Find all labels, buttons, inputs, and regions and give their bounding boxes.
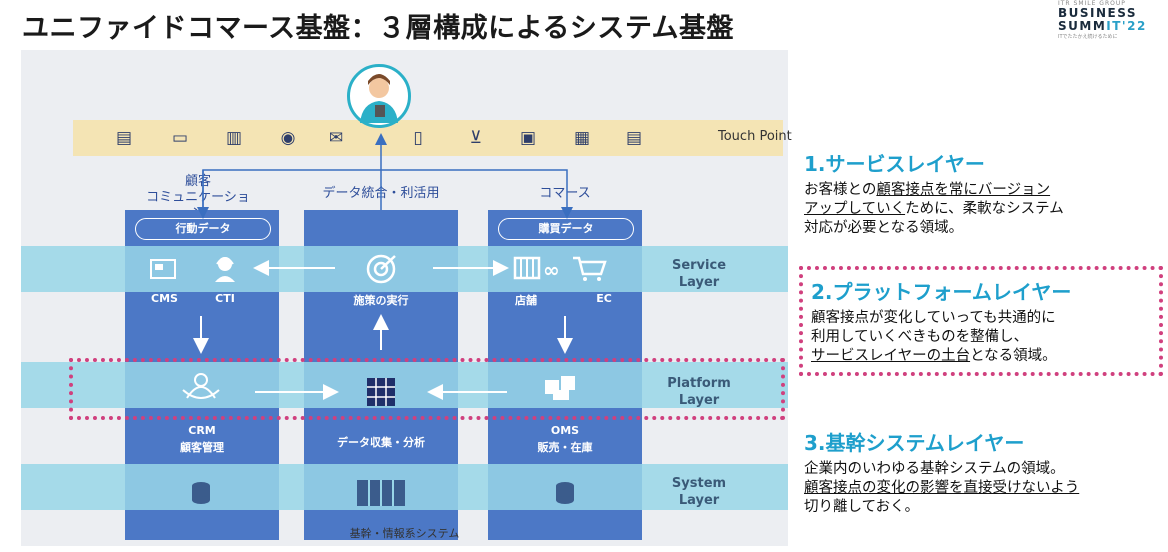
touch-point-label: Touch Point — [718, 129, 792, 144]
section-2-text: 顧客接点が変化していっても共通的に 利用していくべきものを整備し、 サービスレイ… — [811, 309, 1151, 366]
oms-label: OMS — [550, 424, 580, 437]
s1-l3: 対応が必要となる領域。 — [804, 220, 964, 236]
s2-l3b: となる領域。 — [970, 348, 1057, 364]
s2-l3a: サービスレイヤーの土台 — [811, 348, 971, 364]
s1-l1a: お客様との — [804, 182, 877, 198]
s1-l2a: アップしていく — [804, 201, 906, 217]
section-system-layer: 3.基幹システムレイヤー 企業内のいわゆる基幹システムの領域。 顧客接点の変化の… — [804, 427, 1154, 517]
system-layer-l2: Layer — [678, 493, 720, 508]
s3-l3: 切り離しておく。 — [804, 499, 920, 515]
mail-icon: ✉ — [328, 128, 344, 148]
logo-line-4: ITでたたかえ続けるために — [1058, 34, 1118, 40]
diagram-arrows: ∞ — [150, 133, 607, 506]
section-1-title: 1.サービスレイヤー — [804, 152, 985, 176]
crm-label: CRM — [188, 424, 216, 437]
touch-point-band: ▤ ▭ ▥ ◉ ✉ ▯ ⊻ ▣ ▦ ▤ Touch Point — [73, 120, 792, 156]
store-front-icon — [513, 256, 541, 280]
platform-layer-band — [21, 362, 788, 408]
purchase-data-pill: 購買データ — [498, 218, 634, 240]
execution-label: 施策の実行 — [353, 294, 409, 307]
store-icon: ▥ — [225, 128, 243, 148]
logo-line-2: BUSINESS — [1058, 6, 1137, 20]
target-icon — [366, 254, 396, 284]
server-rack-icon — [357, 480, 405, 506]
monitor-icon: ▭ — [171, 128, 189, 148]
crm-people-icon — [182, 373, 220, 399]
s1-l1b: 顧客接点を常にバージョン — [876, 182, 1051, 198]
shopping-cart-icon — [573, 256, 607, 281]
platform-highlight-box — [69, 358, 785, 420]
cart-icon: ⊻ — [469, 128, 483, 148]
logo-line-1: ITR SMILE GROUP — [1058, 0, 1126, 7]
cms-icon — [150, 259, 176, 279]
section-platform-layer: 2.プラットフォームレイヤー 顧客接点が変化していっても共通的に 利用していくべ… — [799, 266, 1163, 376]
section-2-title: 2.プラットフォームレイヤー — [811, 280, 1072, 304]
s3-l1: 企業内のいわゆる基幹システムの領域。 — [804, 461, 1065, 477]
page-title: ユニファイドコマース基盤：３層構成によるシステム基盤 — [22, 13, 735, 44]
boxes-icon — [545, 376, 575, 400]
database-icon-left — [192, 482, 210, 504]
service-layer-band — [21, 246, 788, 292]
infinity-icon: ∞ — [543, 258, 560, 282]
cms-label: CMS — [151, 292, 178, 305]
cti-headset-icon — [215, 257, 235, 282]
store-label: 店舗 — [515, 294, 537, 307]
system-label: 基幹・情報系システム — [349, 527, 460, 540]
col-head-commerce: コマース — [539, 186, 591, 201]
customer-avatar — [347, 64, 411, 128]
logo-line-3b: IT'22 — [1106, 19, 1147, 33]
behavior-data-pill: 行動データ — [135, 218, 271, 240]
system-layer-l1: System — [671, 476, 727, 491]
logo-line-3: SUMMIT'22 — [1058, 20, 1158, 33]
section-3-text: 企業内のいわゆる基幹システムの領域。 顧客接点の変化の影響を直接受けないよう 切… — [804, 460, 1154, 517]
oms-sub-label: 販売・在庫 — [537, 441, 593, 454]
section-3-title: 3.基幹システムレイヤー — [804, 431, 1025, 455]
section-1-text: お客様との顧客接点を常にバージョン アップしていくために、柔軟なシステム 対応が… — [804, 181, 1154, 238]
s2-l2: 利用していくべきものを整備し、 — [811, 329, 1029, 345]
s3-l2: 顧客接点の変化の影響を直接受けないよう — [804, 480, 1080, 496]
architecture-diagram: ▤ ▭ ▥ ◉ ✉ ▯ ⊻ ▣ ▦ ▤ Touch Point 顧客 コミュニケ… — [21, 50, 792, 546]
printer-icon: ▦ — [573, 128, 591, 148]
register-icon: ▤ — [625, 128, 643, 148]
s1-l2b: ために、柔軟なシステム — [905, 201, 1064, 217]
crm-sub-label: 顧客管理 — [180, 441, 224, 454]
data-cube-icon — [367, 378, 395, 406]
service-layer-l2: Layer — [678, 275, 720, 290]
section-service-layer: 1.サービスレイヤー お客様との顧客接点を常にバージョン アップしていくために、… — [804, 148, 1154, 238]
service-layer-l1: Service — [671, 258, 727, 273]
wireless-device-icon: ◉ — [280, 128, 296, 148]
event-logo: ITR SMILE GROUP BUSINESS SUMMIT'22 ITでたた… — [1058, 0, 1158, 40]
platform-layer-l1: Platform — [667, 376, 731, 391]
s2-l1: 顧客接点が変化していっても共通的に — [811, 310, 1056, 326]
data-collect-label: データ収集・分析 — [337, 436, 425, 449]
cti-label: CTI — [215, 292, 235, 305]
database-icon-right — [556, 482, 574, 504]
platform-layer-l2: Layer — [678, 393, 720, 408]
pc-icon: ▣ — [519, 128, 537, 148]
tablet-icon: ▯ — [413, 128, 423, 148]
logo-line-3a: SUMM — [1058, 19, 1107, 33]
book-icon: ▤ — [115, 128, 133, 148]
ec-label: EC — [596, 292, 612, 305]
user-icon — [360, 74, 398, 123]
